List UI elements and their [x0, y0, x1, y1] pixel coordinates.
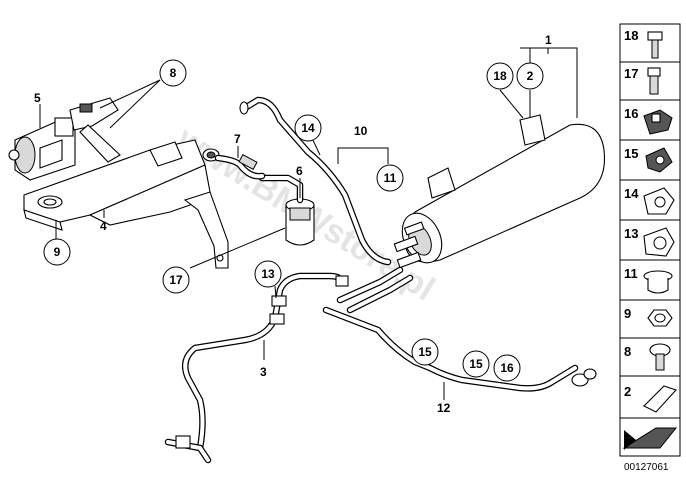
callout-7: 7 — [234, 132, 241, 146]
hex-nut-icon — [647, 309, 673, 327]
svg-text:9: 9 — [54, 245, 61, 259]
arrow-icon — [622, 427, 678, 450]
svg-text:15: 15 — [418, 345, 432, 359]
svg-text:8: 8 — [170, 66, 177, 80]
callout-15-a[interactable]: 15 — [411, 338, 439, 366]
callout-15-b[interactable]: 15 — [462, 350, 490, 378]
callout-12: 12 — [437, 401, 451, 415]
callout-10: 10 — [354, 124, 368, 138]
svg-text:3: 3 — [260, 365, 267, 379]
svg-text:16: 16 — [624, 106, 638, 121]
callout-14[interactable]: 14 — [294, 114, 322, 142]
callout-4: 4 — [100, 219, 107, 233]
screw-icon — [649, 343, 671, 371]
svg-text:2: 2 — [624, 384, 631, 399]
clamp-icon — [643, 227, 675, 257]
pad-icon — [643, 385, 677, 413]
bolt-icon — [647, 31, 663, 59]
pipe-clip-icon — [645, 147, 673, 173]
legend-item-13[interactable]: 13 — [624, 226, 675, 257]
svg-text:2: 2 — [527, 69, 534, 83]
legend-item-17[interactable]: 17 — [624, 66, 661, 95]
svg-text:5: 5 — [34, 91, 41, 105]
activated-charcoal-canister[interactable] — [393, 114, 606, 269]
legend-item-14[interactable]: 14 — [624, 186, 675, 215]
callout-6: 6 — [296, 164, 303, 178]
legend-item-8[interactable]: 8 — [624, 343, 671, 371]
leader-lines — [39, 47, 578, 400]
legend-item-18[interactable]: 18 — [624, 28, 663, 59]
svg-text:12: 12 — [437, 401, 451, 415]
svg-text:18: 18 — [624, 28, 638, 43]
callout-5: 5 — [34, 91, 41, 105]
mounting-bracket[interactable] — [23, 139, 229, 269]
holder-clip-icon — [643, 187, 675, 215]
svg-text:16: 16 — [500, 361, 514, 375]
svg-text:4: 4 — [100, 219, 107, 233]
svg-text:13: 13 — [624, 226, 638, 241]
callout-3: 3 — [260, 365, 267, 379]
svg-text:18: 18 — [493, 69, 507, 83]
svg-text:14: 14 — [301, 121, 315, 135]
legend-item-16[interactable]: 16 — [624, 106, 673, 135]
legend-item-2[interactable]: 2 — [624, 384, 677, 413]
svg-text:13: 13 — [261, 267, 275, 281]
callout-13[interactable]: 13 — [254, 260, 282, 288]
vent-hose[interactable] — [202, 148, 266, 180]
fuel-pipe-main[interactable] — [322, 266, 597, 392]
svg-text:15: 15 — [469, 357, 483, 371]
callout-9[interactable]: 9 — [43, 238, 71, 266]
grommet-icon — [643, 270, 673, 294]
callout-8[interactable]: 8 — [159, 59, 187, 87]
svg-text:9: 9 — [624, 306, 631, 321]
svg-text:15: 15 — [624, 146, 638, 161]
double-clip-icon — [643, 109, 673, 135]
stud-bolt-icon — [647, 67, 661, 95]
parts-legend: 18 17 16 15 — [619, 23, 681, 457]
callout-11[interactable]: 11 — [376, 164, 404, 192]
legend-item-arrow[interactable] — [622, 427, 678, 450]
callout-16[interactable]: 16 — [493, 354, 521, 382]
callout-17[interactable]: 17 — [162, 266, 190, 294]
svg-text:14: 14 — [624, 186, 639, 201]
callout-1: 1 — [545, 33, 552, 47]
legend-item-9[interactable]: 9 — [624, 306, 673, 327]
svg-text:11: 11 — [624, 266, 638, 281]
svg-text:6: 6 — [296, 164, 303, 178]
svg-text:17: 17 — [624, 66, 638, 81]
svg-text:17: 17 — [169, 273, 183, 287]
leak-diagnosis-pump[interactable] — [8, 97, 121, 181]
fuel-pipe-left[interactable] — [164, 272, 349, 464]
svg-text:7: 7 — [234, 132, 241, 146]
callout-2[interactable]: 2 — [516, 62, 544, 90]
vent-pipe[interactable] — [239, 96, 392, 266]
svg-text:11: 11 — [384, 171, 397, 185]
svg-text:8: 8 — [624, 344, 631, 359]
svg-text:10: 10 — [354, 124, 368, 138]
reference-code: 00127061 — [624, 462, 669, 473]
callout-18[interactable]: 18 — [486, 62, 514, 90]
svg-text:1: 1 — [545, 33, 552, 47]
legend-item-11[interactable]: 11 — [624, 266, 673, 294]
legend-item-15[interactable]: 15 — [624, 146, 673, 173]
